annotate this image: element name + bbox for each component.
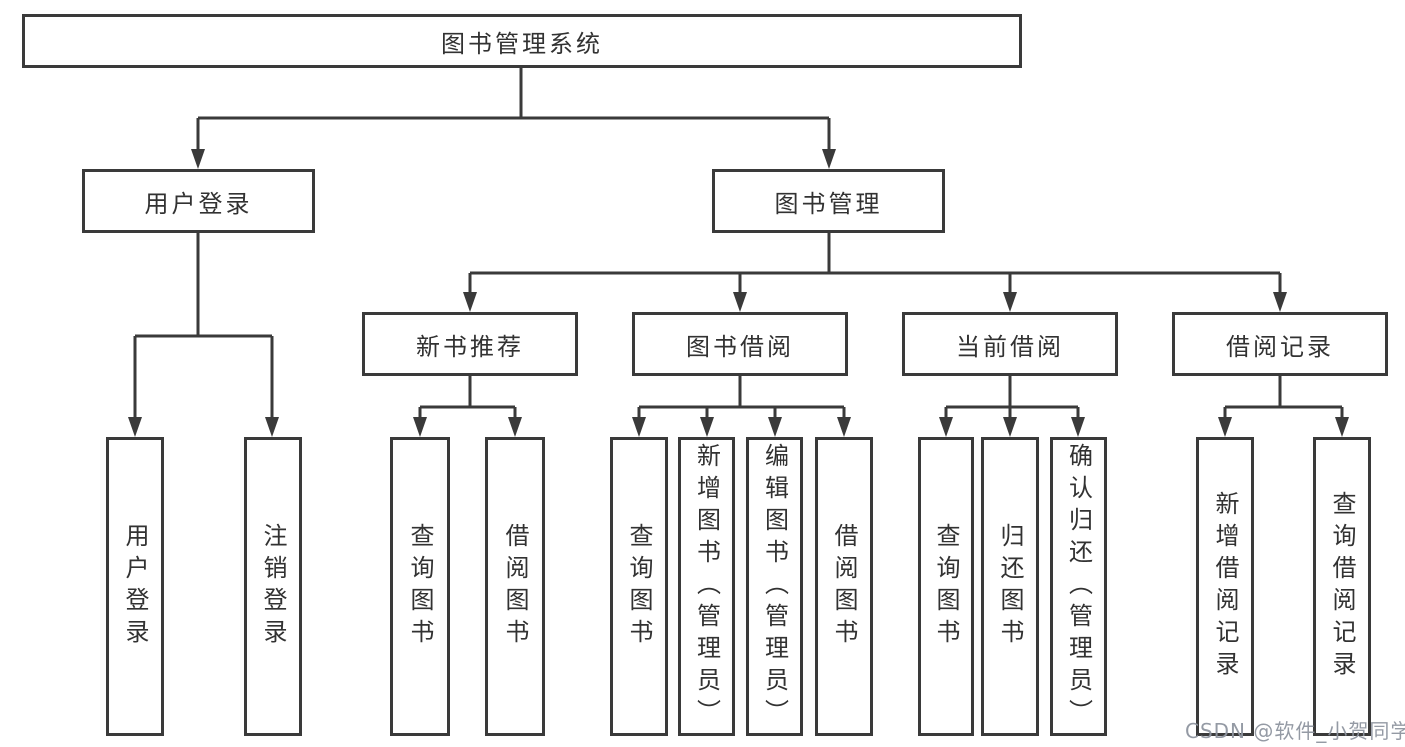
arrowhead-icon bbox=[1218, 417, 1232, 437]
arrowhead-icon bbox=[128, 417, 142, 437]
leaf-br-add-record-label: 新增借阅记录 bbox=[1211, 490, 1239, 683]
arrowhead-icon bbox=[1071, 417, 1085, 437]
leaf-br-add-record: 新增借阅记录 bbox=[1196, 437, 1254, 736]
leaf-bb-borrow-books-label: 借阅图书 bbox=[830, 522, 858, 651]
arrowhead-icon bbox=[191, 149, 205, 169]
leaf-br-query-record: 查询借阅记录 bbox=[1313, 437, 1371, 736]
leaf-bb-edit-books-admin-label: 编辑图书（管理员） bbox=[760, 442, 789, 731]
node-root-label: 图书管理系统 bbox=[441, 29, 603, 58]
arrowhead-icon bbox=[508, 417, 522, 437]
node-new-book-recommend-label: 新书推荐 bbox=[416, 332, 524, 361]
arrowhead-icon bbox=[265, 417, 279, 437]
arrow-heads bbox=[128, 149, 1349, 437]
arrowhead-icon bbox=[1335, 417, 1349, 437]
csdn-watermark: CSDN @软件_小贺同学 bbox=[1185, 719, 1405, 743]
arrowhead-icon bbox=[632, 417, 646, 437]
leaf-nbr-borrow-books-label: 借阅图书 bbox=[501, 522, 529, 651]
arrowhead-icon bbox=[413, 417, 427, 437]
leaf-user-login-label: 用户登录 bbox=[121, 522, 149, 651]
node-borrow-records: 借阅记录 bbox=[1172, 312, 1388, 376]
arrowhead-icon bbox=[1273, 292, 1287, 312]
node-user-login: 用户登录 bbox=[82, 169, 315, 233]
leaf-bb-query-books: 查询图书 bbox=[610, 437, 668, 736]
node-root: 图书管理系统 bbox=[22, 14, 1022, 68]
arrowhead-icon bbox=[463, 292, 477, 312]
node-book-borrow-label: 图书借阅 bbox=[686, 332, 794, 361]
arrowhead-icon bbox=[768, 417, 782, 437]
arrowhead-icon bbox=[733, 292, 747, 312]
leaf-nbr-query-books-label: 查询图书 bbox=[406, 522, 434, 651]
leaf-bb-query-books-label: 查询图书 bbox=[625, 522, 653, 651]
node-book-borrow: 图书借阅 bbox=[632, 312, 848, 376]
leaf-nbr-query-books: 查询图书 bbox=[390, 437, 450, 736]
node-new-book-recommend: 新书推荐 bbox=[362, 312, 578, 376]
leaf-cb-return-books-label: 归还图书 bbox=[996, 522, 1024, 651]
leaf-bb-borrow-books: 借阅图书 bbox=[815, 437, 873, 736]
arrowhead-icon bbox=[1003, 417, 1017, 437]
arrowhead-icon bbox=[822, 149, 836, 169]
node-book-management: 图书管理 bbox=[712, 169, 945, 233]
node-borrow-records-label: 借阅记录 bbox=[1226, 332, 1334, 361]
leaf-cb-query-books: 查询图书 bbox=[918, 437, 974, 736]
leaf-bb-add-books-admin-label: 新增图书（管理员） bbox=[692, 442, 721, 731]
leaf-logout: 注销登录 bbox=[244, 437, 302, 736]
leaf-bb-add-books-admin: 新增图书（管理员） bbox=[678, 437, 735, 736]
node-current-borrow: 当前借阅 bbox=[902, 312, 1118, 376]
leaf-cb-query-books-label: 查询图书 bbox=[932, 522, 960, 651]
connector-lines bbox=[133, 68, 1344, 420]
node-current-borrow-label: 当前借阅 bbox=[956, 332, 1064, 361]
leaf-cb-confirm-return-admin: 确认归还（管理员） bbox=[1050, 437, 1107, 736]
arrowhead-icon bbox=[939, 417, 953, 437]
leaf-br-query-record-label: 查询借阅记录 bbox=[1328, 490, 1356, 683]
leaf-cb-return-books: 归还图书 bbox=[981, 437, 1039, 736]
leaf-bb-edit-books-admin: 编辑图书（管理员） bbox=[746, 437, 803, 736]
arrowhead-icon bbox=[700, 417, 714, 437]
arrowhead-icon bbox=[837, 417, 851, 437]
leaf-logout-label: 注销登录 bbox=[259, 522, 287, 651]
node-book-management-label: 图书管理 bbox=[774, 189, 883, 218]
leaf-nbr-borrow-books: 借阅图书 bbox=[485, 437, 545, 736]
node-user-login-label: 用户登录 bbox=[144, 189, 253, 218]
leaf-user-login: 用户登录 bbox=[106, 437, 164, 736]
arrowhead-icon bbox=[1003, 292, 1017, 312]
leaf-cb-confirm-return-admin-label: 确认归还（管理员） bbox=[1064, 442, 1093, 731]
